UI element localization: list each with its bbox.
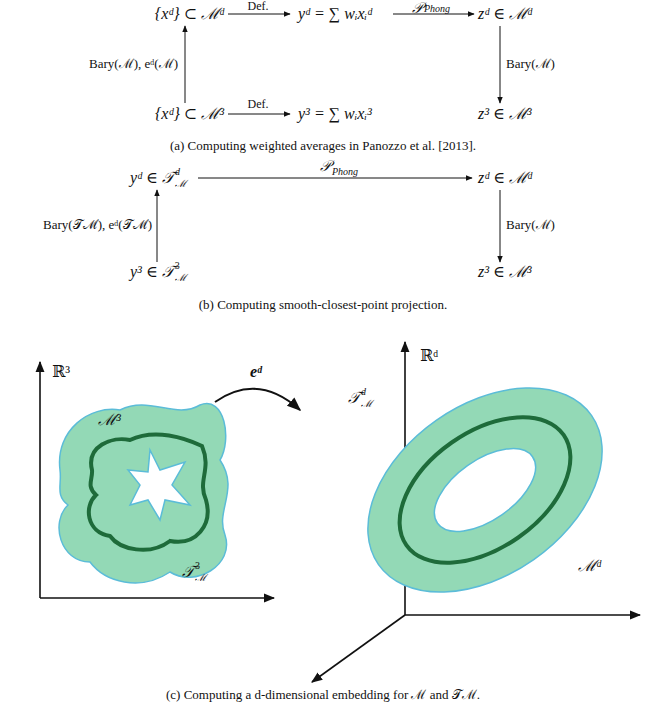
math-label: zᵈ ∈ ℳᵈ xyxy=(478,169,532,187)
math-label: z³ ∈ ℳ³ xyxy=(478,105,532,123)
math-label: {xᵈ} ⊂ ℳᵈ xyxy=(155,5,224,23)
math-label: 𝒯 xyxy=(182,563,194,581)
math-label: yᵈ ∈ 𝒯 xyxy=(130,169,174,187)
math-label: ℳ xyxy=(175,272,187,284)
commutative-arrows xyxy=(157,14,500,262)
math-label: Bary(ℳ), eᵈ(ℳ) xyxy=(89,57,178,72)
math-label: eᵈ xyxy=(250,363,262,381)
math-label: Bary(ℳ) xyxy=(506,57,555,72)
tubular-neighborhood-d xyxy=(330,346,640,634)
math-label: d xyxy=(361,386,366,398)
math-label: ℳᵈ xyxy=(578,557,601,575)
math-label: ℝᵈ xyxy=(420,347,438,365)
axes xyxy=(40,342,640,682)
math-label: zᵈ ∈ ℳᵈ xyxy=(478,5,532,23)
math-label: 3 xyxy=(175,260,180,272)
tubular-neighborhood-3d xyxy=(59,404,228,583)
math-label: Phong xyxy=(424,3,450,15)
math-label: 𝒫 xyxy=(412,0,423,17)
embedding-arrow xyxy=(215,389,300,410)
math-label: Def. xyxy=(248,0,269,14)
math-label: {xᵈ} ⊂ ℳ³ xyxy=(155,105,224,123)
math-label: Phong xyxy=(332,166,358,178)
math-label: 𝒫 xyxy=(320,158,331,175)
math-label: yᵈ = ∑ wᵢxᵢᵈ xyxy=(298,5,372,23)
math-label: ℳ xyxy=(195,572,207,584)
math-label: 3 xyxy=(195,560,200,572)
math-label: ℝ³ xyxy=(52,363,70,381)
math-label: (a) Computing weighted averages in Panoz… xyxy=(170,139,476,154)
math-label: (b) Computing smooth-closest-point proje… xyxy=(199,298,447,313)
math-label: ℳ xyxy=(175,178,187,190)
math-label: 𝒯 xyxy=(348,389,360,407)
math-label: Def. xyxy=(248,98,269,112)
math-label: y³ ∈ 𝒯 xyxy=(130,263,174,281)
math-label: y³ = ∑ wᵢxᵢ³ xyxy=(298,105,372,123)
math-label: Bary(ℳ) xyxy=(506,218,555,233)
math-label: (c) Computing a d-dimensional embedding … xyxy=(166,688,480,703)
math-label: d xyxy=(175,166,180,178)
math-label: ℳ xyxy=(361,398,373,410)
math-label: z³ ∈ ℳ³ xyxy=(478,263,532,281)
math-label: ℳ³ xyxy=(98,411,121,429)
math-label: Bary(𝒯ℳ), eᵈ(𝒯ℳ) xyxy=(43,218,152,233)
